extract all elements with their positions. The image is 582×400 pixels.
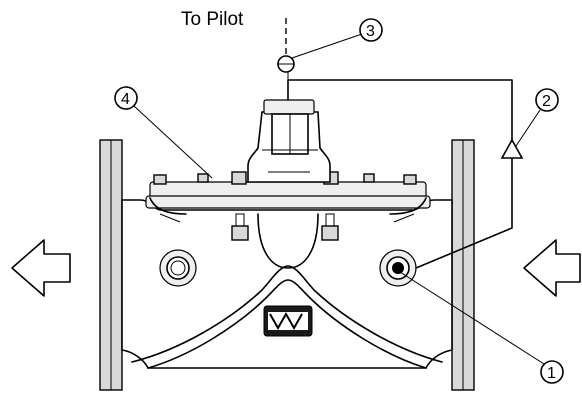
svg-text:4: 4 (121, 91, 130, 108)
svg-text:3: 3 (366, 23, 375, 40)
port-right (379, 249, 417, 287)
isolation-valve-symbol (277, 55, 295, 73)
filter-symbol (500, 138, 524, 159)
svg-text:1: 1 (547, 365, 556, 382)
to-pilot-label: To Pilot (181, 9, 244, 30)
port-left (159, 249, 197, 287)
actuator-housing (247, 99, 331, 183)
svg-text:2: 2 (542, 93, 551, 110)
inlet-flange-left (99, 139, 123, 391)
pilot-tubing (287, 79, 513, 269)
flow-arrow-right-icon (523, 239, 581, 297)
callout-4: 4 (114, 86, 213, 179)
nameplate-logo (263, 305, 313, 337)
flow-arrow-left-icon (11, 239, 71, 297)
cover-bolts-bottom (231, 213, 339, 241)
callout-2: 2 (515, 88, 559, 147)
bonnet-cover (145, 181, 431, 215)
callout-3: 3 (291, 18, 383, 59)
outlet-flange-right (451, 139, 475, 391)
callout-1: 1 (399, 271, 564, 384)
